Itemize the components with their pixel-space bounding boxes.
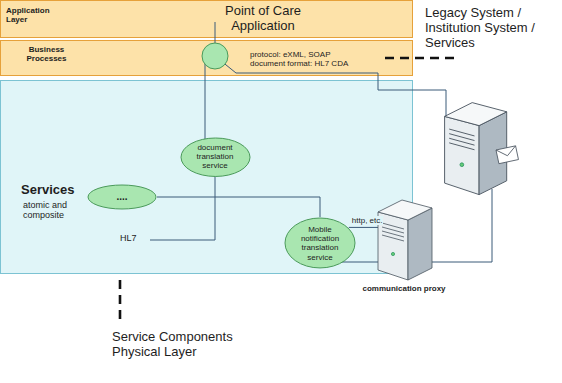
- layer-band: Application Layer Point of Care Applicati…: [0, 0, 413, 38]
- ellipse-shape: [181, 138, 250, 176]
- protocol-note: protocol: eXML, SOAP: [250, 50, 330, 59]
- service-ellipse: ....: [87, 184, 157, 210]
- process-circle: [202, 43, 228, 69]
- layer-note: atomic and composite: [23, 200, 83, 221]
- legacy-server: [445, 103, 507, 195]
- server-icon: [358, 196, 450, 282]
- wire: [215, 56, 446, 118]
- service-ellipse: Mobile notification translation service: [284, 217, 356, 269]
- wire: [150, 168, 215, 240]
- dashed-leader: [385, 57, 455, 60]
- edge-label: http, etc.: [351, 216, 384, 225]
- system-label: Legacy System / Institution System / Ser…: [425, 6, 559, 51]
- wire: [338, 189, 492, 262]
- server-face: [378, 200, 432, 220]
- wires: [150, 22, 492, 262]
- connector: [157, 197, 320, 217]
- service-name: ....: [107, 191, 137, 203]
- server-slot: [382, 235, 404, 241]
- layer-name: Services: [21, 183, 75, 198]
- document-icon: [496, 146, 518, 164]
- server-led: [391, 252, 394, 255]
- service-name: document translation service: [190, 143, 240, 171]
- service-ellipse: document translation service: [180, 137, 251, 177]
- ellipse-shape: [88, 185, 156, 209]
- layer-label: Service Components Physical Layer: [112, 330, 247, 360]
- service-name: Mobile notification translation service: [295, 225, 345, 262]
- application-name: Point of Care Application: [213, 4, 313, 34]
- wire: [205, 56, 206, 150]
- connector: [349, 227, 378, 228]
- layer-name: Application Layer: [6, 6, 61, 24]
- server-face: [408, 208, 432, 280]
- ellipse-shape: [285, 218, 355, 268]
- server-label: communication proxy: [358, 284, 450, 293]
- services-layer: Services atomic and composite document tra…: [0, 80, 413, 274]
- protocol-note: document format: HL7 CDA: [250, 59, 348, 68]
- dashed-leader: [119, 280, 122, 322]
- protocol-label: HL7: [120, 233, 137, 243]
- proxy-server: communication proxy: [358, 196, 450, 300]
- layer-name: Business Processes: [19, 45, 74, 63]
